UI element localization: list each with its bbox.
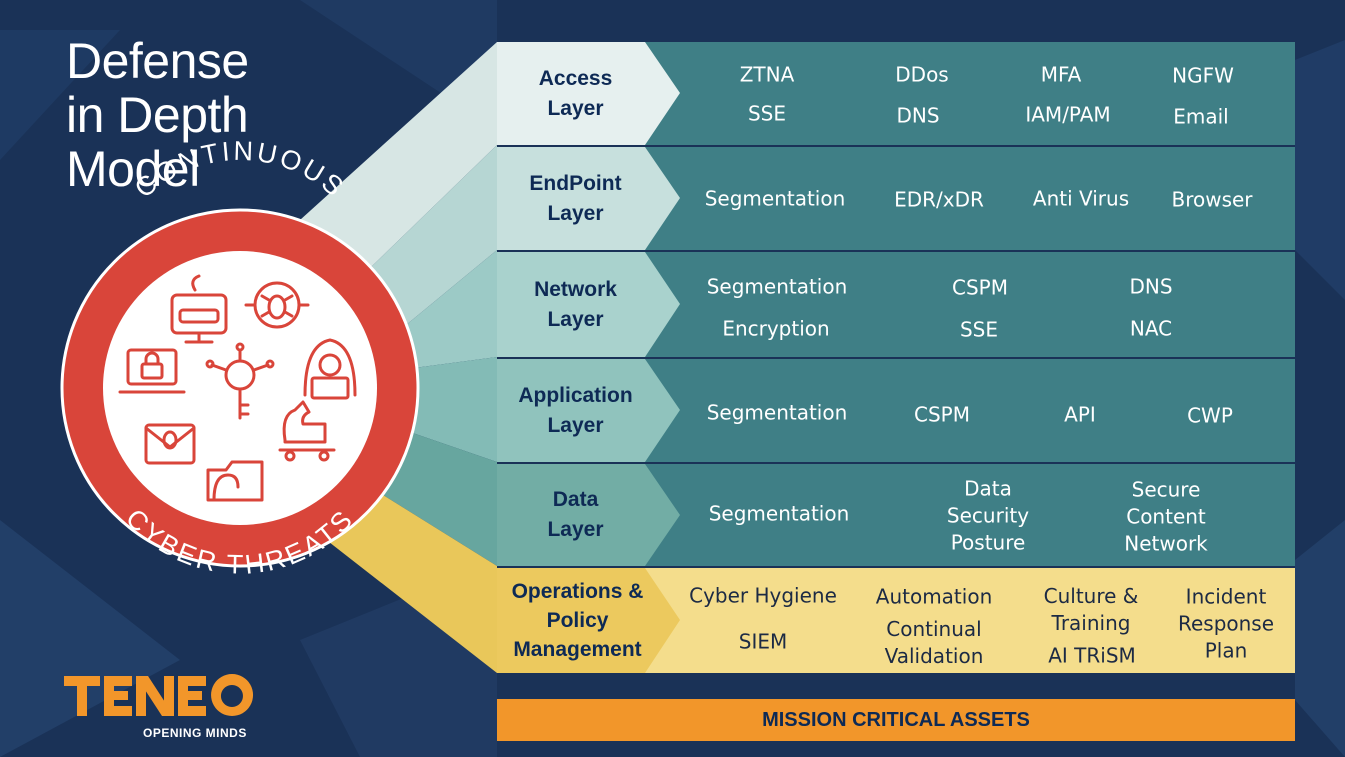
data-layer-label: Data Layer — [498, 464, 653, 566]
bug-chip-icon — [244, 281, 310, 329]
malware-folder-icon — [206, 460, 264, 502]
application-layer-label: Application Layer — [498, 359, 653, 462]
layer-item: API — [1064, 402, 1096, 427]
teneo-tagline: OPENING MINDS — [143, 726, 247, 740]
title-line: in Depth — [66, 87, 249, 143]
layer-item: Anti Virus — [1032, 186, 1130, 211]
trojan-horse-icon — [278, 400, 336, 462]
label-line: Layer — [547, 96, 604, 120]
layer-item: DNS — [1129, 274, 1173, 299]
label-line: Layer — [547, 413, 604, 437]
layer-item: IAM/PAM — [1025, 102, 1111, 127]
layer-item: Segmentation — [706, 400, 848, 425]
mission-critical-bar: MISSION CRITICAL ASSETS — [497, 699, 1295, 741]
layer-item: AI TRiSM — [1048, 643, 1136, 668]
layer-rows — [497, 42, 1295, 673]
page-title: Defense in Depth Model — [66, 34, 249, 196]
layer-item: ZTNA — [739, 62, 795, 87]
label-line: Application — [518, 383, 633, 407]
label-line: Layer — [547, 307, 604, 331]
layer-item: Cyber Hygiene — [689, 583, 837, 608]
network-layer-label: Network Layer — [498, 252, 653, 357]
layer-item: SIEM — [738, 629, 788, 654]
title-line: Defense — [66, 33, 249, 89]
layer-item: Segmentation — [706, 274, 848, 299]
layer-item: DDos — [895, 62, 949, 87]
label-line: Network — [534, 277, 617, 301]
label-line: EndPoint — [529, 171, 622, 195]
operations-layer-label: Operations & Policy Management — [500, 568, 655, 673]
password-monitor-icon — [170, 274, 228, 344]
hacker-icon — [303, 338, 357, 400]
layer-item: NGFW — [1172, 63, 1234, 88]
layer-item: EDR/xDR — [894, 187, 984, 212]
fan-wedges — [300, 42, 497, 673]
layer-item: CSPM — [914, 402, 970, 427]
teneo-logo-mark — [64, 674, 254, 716]
layer-item: SSE — [959, 317, 999, 342]
layer-item: SSE — [747, 101, 787, 126]
phishing-email-icon — [144, 423, 196, 465]
ransomware-laptop-icon — [118, 348, 186, 394]
layer-item: Browser — [1171, 187, 1253, 212]
layer-item: Encryption — [722, 316, 830, 341]
layer-item: CWP — [1187, 403, 1233, 428]
title-line: Model — [66, 141, 200, 197]
label-line: Data — [552, 488, 599, 511]
label-line: Layer — [547, 518, 604, 541]
layer-item: Segmentation — [704, 186, 846, 211]
key-network-icon — [205, 342, 275, 420]
layer-item: MFA — [1040, 62, 1082, 87]
endpoint-layer-label: EndPoint Layer — [498, 147, 653, 250]
label-line: Policy — [546, 609, 609, 632]
layer-item: NAC — [1129, 316, 1173, 341]
label-line: Layer — [547, 201, 604, 225]
layer-item: Segmentation — [708, 501, 850, 526]
label-line: Operations & — [511, 580, 644, 603]
label-line: Management — [513, 638, 642, 661]
access-layer-label: Access Layer — [498, 42, 653, 145]
label-line: Access — [538, 66, 613, 90]
layer-item: Email — [1173, 104, 1229, 129]
teneo-logo: OPENING MINDS — [64, 672, 264, 749]
layer-item: DNS — [896, 103, 940, 128]
layer-item: Automation — [875, 584, 993, 609]
layer-item: Culture &Training — [1043, 584, 1139, 635]
layer-item: CSPM — [952, 275, 1008, 300]
